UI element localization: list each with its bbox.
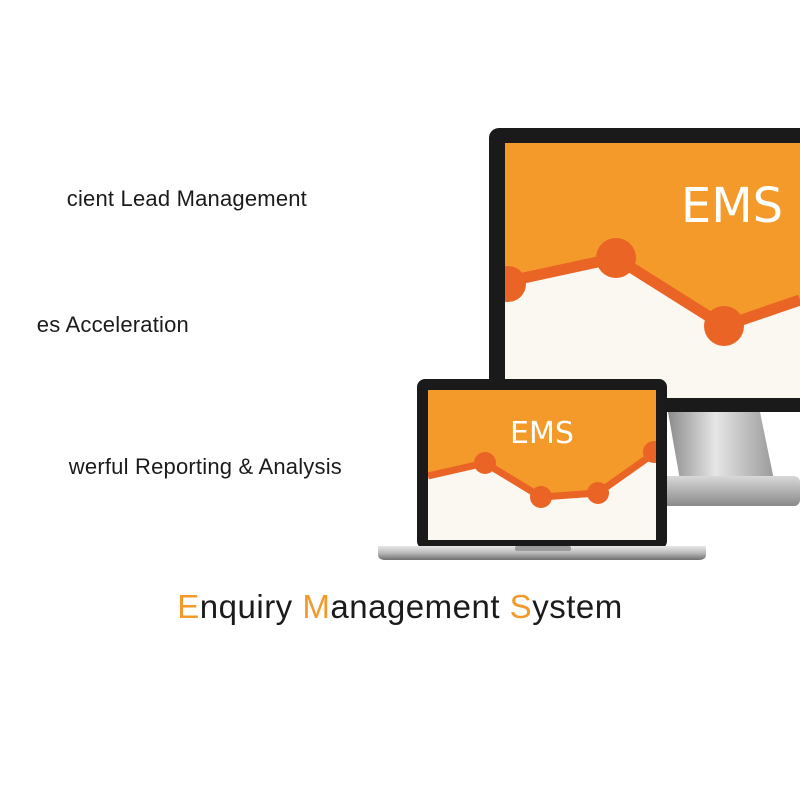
monitor-base [660,476,800,506]
desktop-monitor: EMS [489,128,800,506]
tagline-word-management: anagement [330,588,510,625]
laptop-screen [428,390,656,540]
laptop-ems-label: EMS [510,416,574,451]
tagline-initial-e: E [177,588,200,625]
monitor-screen [505,143,800,398]
tagline-word-system: ystem [532,588,623,625]
laptop: EMS [378,379,706,560]
feature-reporting-analysis: werful Reporting & Analysis [68,454,342,479]
tagline-initial-s: S [509,588,533,625]
monitor-ems-label: EMS [681,178,783,234]
monitor-stand [668,412,774,480]
feature-lead-management: cient Lead Management [66,186,307,211]
laptop-notch [515,546,571,551]
tagline-initial-m: M [302,588,331,625]
tagline-word-enquiry: nquiry [199,588,303,625]
feature-sales-acceleration: es Acceleration [36,312,189,337]
laptop-keyboard-base [378,546,706,560]
product-tagline: Enquiry Management System [0,588,800,626]
